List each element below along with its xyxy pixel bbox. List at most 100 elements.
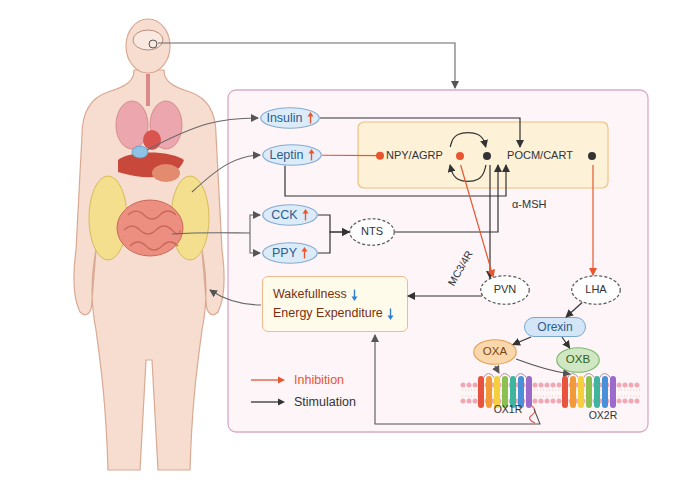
text-row: Leptin xyxy=(269,148,314,163)
stimulation-arrow xyxy=(318,215,349,232)
node-body: WakefullnessEnergy Expenditure xyxy=(263,277,407,331)
gut-bracket xyxy=(250,233,260,253)
decrease-arrow xyxy=(351,289,358,301)
stimulation-arrow xyxy=(450,133,486,147)
swatch-line xyxy=(251,379,280,380)
node-shape xyxy=(261,108,320,129)
node-shape xyxy=(572,276,621,305)
helix xyxy=(578,376,584,408)
arcuate-box xyxy=(358,122,608,188)
text-row: NPY/AGRP xyxy=(386,149,443,162)
node-text: NPY/AGRP xyxy=(386,149,443,162)
stimulation-arrow xyxy=(408,295,482,296)
node-text: CCK xyxy=(271,208,297,223)
effect-to-body xyxy=(210,290,261,305)
stimulation-arrow xyxy=(320,118,520,147)
helix xyxy=(602,376,608,408)
text-row: NTS xyxy=(361,225,383,238)
node-body: NPY/AGRP xyxy=(380,147,466,165)
swatch-line xyxy=(251,401,280,402)
node-body: Leptin xyxy=(262,144,322,166)
brain xyxy=(133,30,163,50)
text-row: OXA xyxy=(483,345,507,359)
inhibition-arrow xyxy=(592,165,593,275)
node-shape xyxy=(474,340,517,365)
neuron-dot xyxy=(456,152,464,160)
helix xyxy=(586,376,592,408)
text-row: Wakefullness xyxy=(273,287,358,302)
node-text: POCM/CART xyxy=(507,149,573,162)
ox1r-receptor xyxy=(478,374,535,424)
ligand-binding xyxy=(495,366,499,373)
hormone-ellipse: CCK xyxy=(262,204,318,226)
ox2r-receptor xyxy=(562,374,616,409)
stimulation-arrow xyxy=(566,302,582,317)
neuron-dot xyxy=(588,152,596,160)
node-shape xyxy=(481,276,530,305)
text-row: Energy Expenditure xyxy=(273,306,394,321)
text-row: Insulin xyxy=(266,111,313,126)
ligand-ellipse: OXB xyxy=(556,347,600,373)
node-body: OXB xyxy=(556,347,600,373)
text-row: LHA xyxy=(585,283,606,296)
nucleus-ellipse: PVN xyxy=(480,275,530,305)
arrow-head xyxy=(308,149,314,154)
text-row: Orexin xyxy=(537,320,572,334)
brain-link xyxy=(158,43,455,88)
node-text: NTS xyxy=(361,225,383,238)
decrease-arrow xyxy=(387,308,394,320)
receptor-loops xyxy=(568,374,610,378)
node-text: PVN xyxy=(494,283,517,296)
receptor-label: MC3/4R xyxy=(443,244,477,292)
helix xyxy=(610,376,616,408)
intestine-folds xyxy=(124,211,180,250)
inhibition-arrow xyxy=(322,155,380,157)
node-body: PPY xyxy=(262,242,318,264)
node-text: OXA xyxy=(483,345,507,359)
node-shape xyxy=(263,243,318,264)
fat-link xyxy=(192,155,260,192)
neuron-label: NPY/AGRP xyxy=(380,147,466,165)
stimulation-arrow xyxy=(513,337,531,345)
swatch-head xyxy=(278,399,285,406)
node-text: LHA xyxy=(585,283,606,296)
node-text: Energy Expenditure xyxy=(273,306,383,321)
hormone-ellipse: PPY xyxy=(262,242,318,264)
hypothalamus-marker xyxy=(149,40,157,48)
effect-box: WakefullnessEnergy Expenditure xyxy=(262,276,408,332)
trachea xyxy=(146,74,150,106)
arrow-head xyxy=(387,315,393,320)
stimulation-arrow xyxy=(285,165,506,196)
hormone-ellipse: Insulin xyxy=(260,107,320,129)
nucleus-ellipse: NTS xyxy=(349,218,395,246)
stomach xyxy=(152,164,180,182)
increase-arrow xyxy=(308,149,315,161)
swatch-head xyxy=(278,377,285,384)
legend-text: Inhibition xyxy=(294,373,344,387)
legend-item: Inhibition xyxy=(250,373,344,387)
arrow-head xyxy=(307,112,313,117)
stimulation-arrow xyxy=(450,165,486,181)
gut-link xyxy=(172,233,250,234)
helix xyxy=(570,376,576,408)
node-text: Orexin xyxy=(537,320,572,334)
ligand-ellipse: OXA xyxy=(473,339,517,365)
neuron-label: POCM/CART xyxy=(481,147,599,165)
stimulation-arrow xyxy=(489,165,490,278)
edge-label: α-MSH xyxy=(512,198,546,210)
arrow-head xyxy=(302,209,308,214)
node-body: NTS xyxy=(349,218,395,246)
legend-swatch xyxy=(250,396,286,408)
text-row: PPY xyxy=(272,246,308,261)
pancreas-link xyxy=(147,118,258,150)
stimulation-arrow xyxy=(395,165,498,232)
helix xyxy=(486,376,492,408)
arrow-head xyxy=(302,247,308,252)
hormone-ellipse: Leptin xyxy=(262,144,322,166)
legend-swatch xyxy=(250,374,286,386)
text-row: PVN xyxy=(494,283,517,296)
